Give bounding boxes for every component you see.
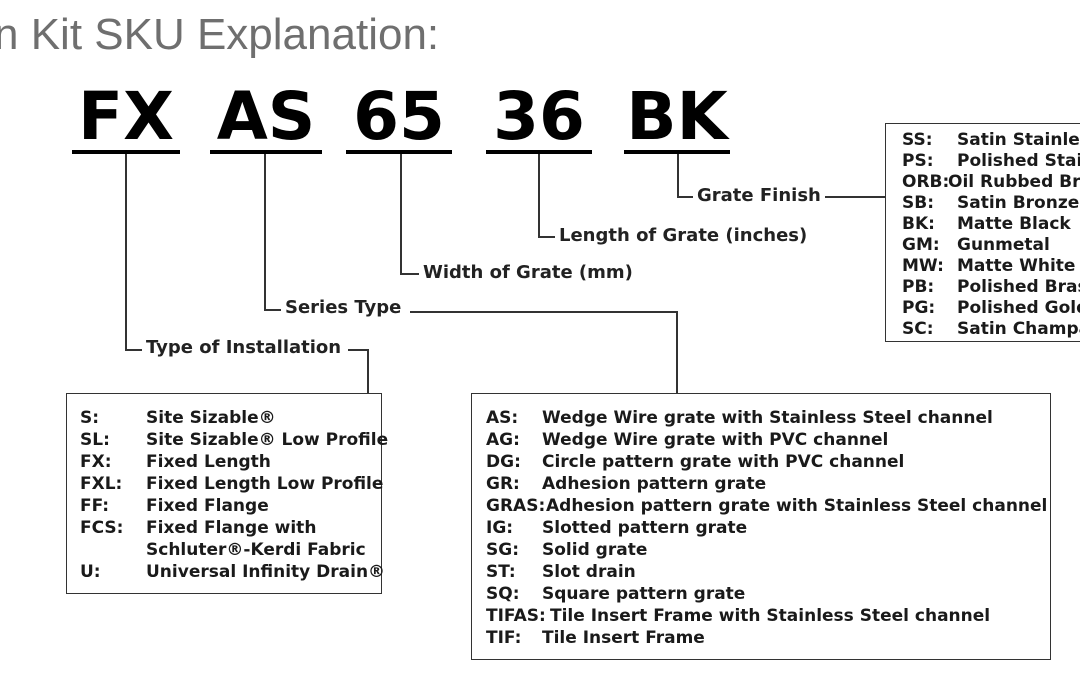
item-code: U: [80,562,101,582]
item-desc: Oil Rubbed Br [948,172,1080,192]
width-connector [400,273,420,275]
item-desc: Matte White [957,256,1076,276]
item-desc: Universal Infinity Drain® [146,562,386,582]
width-connector [400,154,402,273]
item-code: ORB: [902,172,950,192]
sku-width-code: 65 [353,78,445,155]
item-code: AS: [486,408,519,428]
finish-connector [818,196,886,198]
length-connector [538,154,540,236]
item-desc: Polished Bras [957,277,1080,297]
series-connector [264,154,266,309]
item-code: SQ: [486,584,520,604]
item-code: ST: [486,562,516,582]
page-title: n Kit SKU Explanation: [0,10,440,59]
installation-type-label: Type of Installation [142,337,346,359]
item-code: PG: [902,298,936,318]
item-code: AG: [486,430,520,450]
finish-connector [677,154,679,196]
length-connector [538,236,556,238]
item-desc: Fixed Length [146,452,271,472]
item-code: GR: [486,474,520,494]
item-desc: Site Sizable® Low Profile [146,430,389,450]
item-desc: Wedge Wire grate with PVC channel [542,430,889,450]
item-desc: Wedge Wire grate with Stainless Steel ch… [542,408,993,428]
series-types-box: AS: Wedge Wire grate with Stainless Steel… [471,393,1051,660]
sku-length-underline [486,150,592,154]
item-code: GRAS: [486,496,546,516]
item-code: SC: [902,319,934,339]
item-code: PS: [902,151,934,171]
installation-types-box: S: Site Sizable® SL: Site Sizable® Low Pro… [66,393,388,594]
sku-series-underline [210,150,322,154]
item-desc: Tile Insert Frame [542,628,705,648]
item-code: SB: [902,193,934,213]
item-code: PB: [902,277,935,297]
installation-connector [367,349,369,394]
item-desc: Site Sizable® [146,408,276,428]
series-connector [264,309,282,311]
installation-connector [125,154,127,349]
item-code: FCS: [80,518,124,538]
item-desc: Matte Black [957,214,1071,234]
item-desc: Adhesion pattern grate [542,474,767,494]
item-code: TIF: [486,628,522,648]
item-desc: Solid grate [542,540,648,560]
item-desc: Slot drain [542,562,636,582]
item-desc: Square pattern grate [542,584,746,604]
item-desc: Fixed Flange with [146,518,317,538]
item-desc: Slotted pattern grate [542,518,748,538]
sku-installation-underline [72,150,180,154]
item-code: IG: [486,518,514,538]
item-code: FXL: [80,474,123,494]
item-desc: Polished Stai [957,151,1080,171]
item-code: BK: [902,214,935,234]
sku-length-code: 36 [493,78,585,155]
item-code: TIFAS: [486,606,546,626]
item-code: FF: [80,496,110,516]
sku-series-code: AS [216,78,316,155]
finish-connector [677,196,695,198]
series-connector [410,311,677,313]
finishes-box: SS: Satin Stainles PS: Polished Stai ORB:O… [885,123,1080,342]
item-desc: Circle pattern grate with PVC channel [542,452,905,472]
sku-installation-code: FX [78,78,174,155]
item-desc: Fixed Flange [146,496,269,516]
grate-finish-label: Grate Finish [693,185,825,207]
item-code: S: [80,408,100,428]
item-desc: Fixed Length Low Profile [146,474,384,494]
item-desc: Satin Champa [957,319,1080,339]
item-code: GM: [902,235,940,255]
item-code: SL: [80,430,110,450]
item-desc: Schluter®-Kerdi Fabric [146,540,366,560]
item-desc: Adhesion pattern grate with Stainless St… [546,496,1048,516]
item-code: SG: [486,540,519,560]
item-desc: Satin Bronze [957,193,1080,213]
length-label: Length of Grate (inches) [555,225,812,247]
item-desc: Satin Stainles [957,130,1080,150]
item-desc: Tile Insert Frame with Stainless Steel c… [550,606,991,626]
sku-finish-underline [624,150,730,154]
sku-width-underline [346,150,452,154]
sku-finish-code: BK [626,78,728,155]
item-desc: Polished Gold [957,298,1080,318]
width-label: Width of Grate (mm) [419,262,637,284]
item-code: FX: [80,452,112,472]
installation-connector [348,349,368,351]
item-code: SS: [902,130,933,150]
item-code: MW: [902,256,944,276]
item-code: DG: [486,452,521,472]
item-desc: Gunmetal [957,235,1050,255]
installation-connector [125,349,143,351]
series-connector [676,311,678,393]
series-type-label: Series Type [281,297,406,319]
